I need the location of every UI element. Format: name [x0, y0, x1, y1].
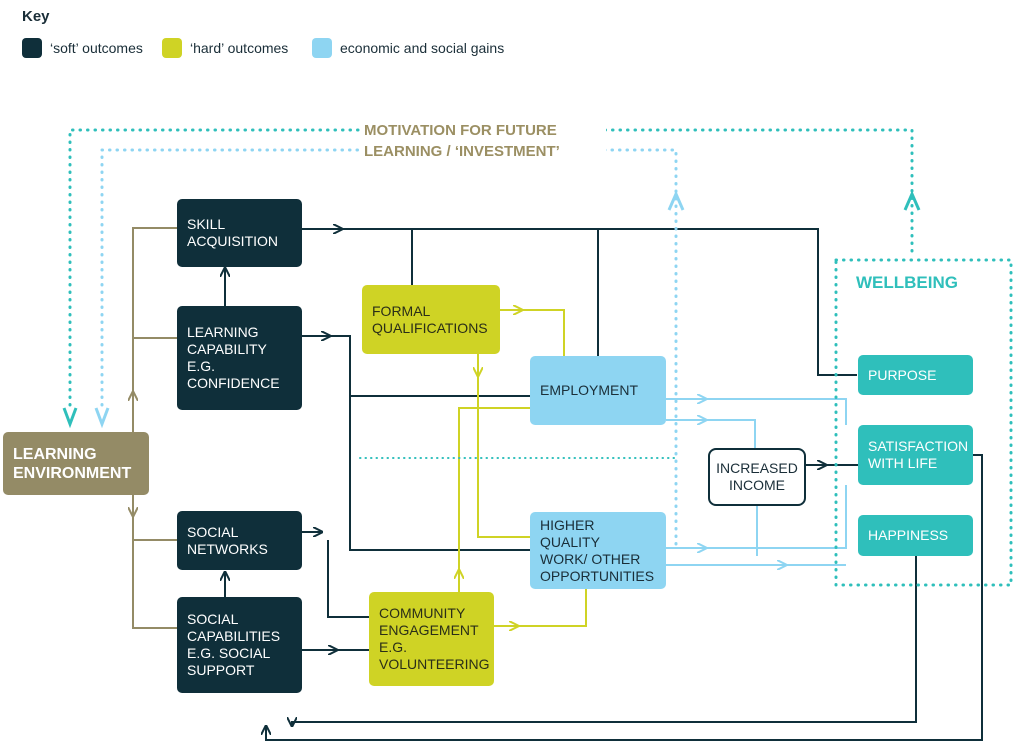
key-label-hard: ‘hard’ outcomes [190, 40, 289, 56]
purpose-node[interactable]: PURPOSE [858, 355, 973, 395]
employment-node[interactable]: EMPLOYMENT [530, 356, 666, 425]
key-item-economic: economic and social gains [312, 38, 504, 58]
skill-acquisition-node[interactable]: SKILL ACQUISITION [177, 199, 302, 267]
higher-quality-work-node[interactable]: HIGHER QUALITY WORK/ OTHER OPPORTUNITIES [530, 512, 666, 589]
key-label-economic: economic and social gains [340, 40, 505, 56]
key-item-soft: ‘soft’ outcomes [22, 38, 143, 58]
key-item-hard: ‘hard’ outcomes [162, 38, 288, 58]
hard-swatch [162, 38, 182, 58]
tan-connectors [133, 227, 177, 629]
soft-swatch [22, 38, 42, 58]
learning-environment-node[interactable]: LEARNING ENVIRONMENT [3, 432, 149, 495]
satisfaction-with-life-node[interactable]: SATISFACTION WITH LIFE [858, 425, 973, 485]
blue-connectors [666, 399, 847, 565]
formal-qualifications-node[interactable]: FORMAL QUALIFICATIONS [362, 285, 500, 354]
loop-chevrons [62, 190, 921, 429]
yellow-connectors [459, 310, 587, 626]
motivation-label: MOTIVATION FOR FUTURE LEARNING / ‘INVEST… [362, 120, 606, 162]
wellbeing-title: WELLBEING [856, 273, 958, 292]
social-capabilities-node[interactable]: SOCIAL CAPABILITIES E.G. SOCIAL SUPPORT [177, 597, 302, 693]
social-networks-node[interactable]: SOCIAL NETWORKS [177, 511, 302, 570]
learning-capability-node[interactable]: LEARNING CAPABILITY E.G. CONFIDENCE [177, 306, 302, 410]
key-title: Key [22, 8, 50, 25]
community-engagement-node[interactable]: COMMUNITY ENGAGEMENT E.G. VOLUNTEERING [369, 592, 494, 686]
happiness-node[interactable]: HAPPINESS [858, 515, 973, 556]
increased-income-node[interactable]: INCREASED INCOME [708, 448, 806, 506]
key-label-soft: ‘soft’ outcomes [50, 40, 143, 56]
economic-swatch [312, 38, 332, 58]
